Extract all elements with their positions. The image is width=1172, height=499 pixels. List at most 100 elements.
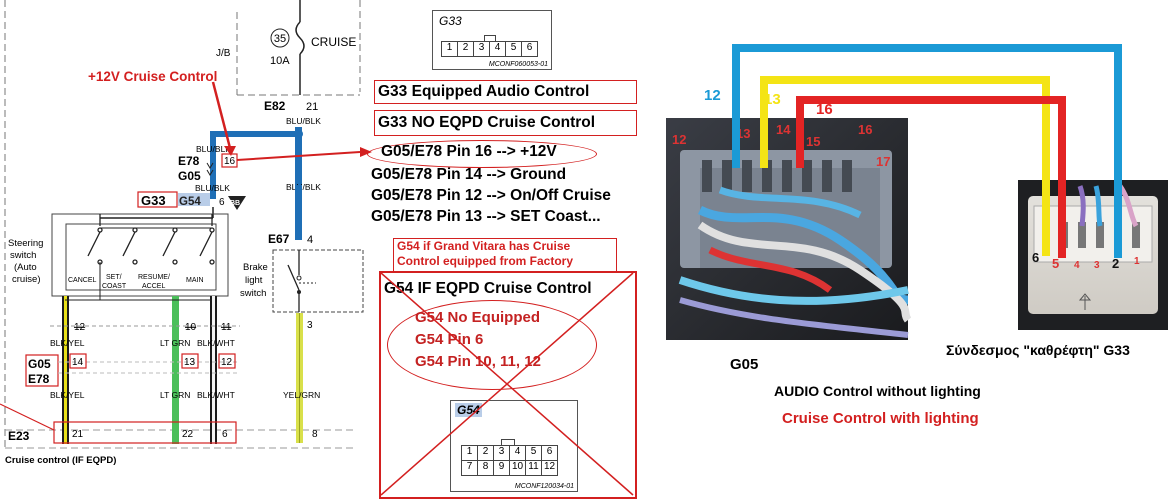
wire-label-lt-grn-2: LT GRN: [160, 390, 190, 400]
sw-resume-label-2: ACCEL: [142, 283, 165, 290]
pin16-note: G05/E78 Pin 16 --> +12V: [381, 143, 557, 160]
g54-pin-10: 10: [510, 461, 526, 475]
g54-pin-11: 11: [526, 461, 542, 475]
e67-pin: 4: [307, 234, 313, 246]
switch-cancel: [87, 227, 103, 265]
g05-caption: G05: [730, 356, 759, 373]
g54-connector-code: MCONF120034-01: [514, 483, 574, 490]
pin16-label: 16: [224, 156, 236, 167]
cruise-control-schematic: 35 CRUISE 10A J/B E82 21 BLU/BLK BLU/BLK…: [0, 0, 372, 466]
sw-set-label-2: COAST: [102, 283, 127, 290]
brake-label-1: Brake: [243, 262, 268, 273]
wire-blu-blk-top: BLU/BLK: [286, 116, 321, 126]
wire-label-blk-yel-2: BLK/YEL: [50, 390, 85, 400]
g33-pin-3: 3: [474, 42, 490, 56]
fuse-number: 35: [274, 33, 286, 45]
pin14-note: G05/E78 Pin 14 --> Ground: [371, 166, 567, 183]
g54-pin-8: 8: [478, 461, 494, 475]
brake-label-3: switch: [240, 288, 266, 299]
g54-notes-list: G54 No Equipped G54 Pin 6 G54 Pin 10, 11…: [415, 307, 541, 373]
g33-pin-1: 1: [442, 42, 458, 56]
yellow-jumper-wire: [760, 76, 1050, 256]
brake-pin-bottom: 8: [312, 429, 318, 440]
yel-grn-label: YEL/GRN: [283, 390, 320, 400]
main-blue-wire: [295, 127, 302, 239]
wire-label-blk-wht-1: BLK/WHT: [197, 338, 235, 348]
bottom-pin-21: 21: [72, 429, 84, 440]
g33-pin-5: 5: [506, 42, 522, 56]
switch-resume: [162, 227, 178, 265]
steering-label-3: (Auto: [14, 262, 37, 273]
bb-marker: BB: [230, 200, 240, 207]
g54-pin-3: 3: [494, 446, 510, 460]
g54-factory-line-1: G54 if Grand Vitara has Cruise: [397, 239, 571, 253]
g33-pin-2: 2: [458, 42, 474, 56]
g54-eqpd-title: G54 IF EQPD Cruise Control: [384, 280, 592, 297]
wire-label-blk-wht-2: BLK/WHT: [197, 390, 235, 400]
red-jumper-wire: [796, 96, 1066, 258]
g54-pin6-note: G54 Pin 6: [415, 331, 484, 348]
blue-jumper-wire: [732, 44, 1122, 258]
g54-factory-line-2: Control equipped from Factory: [397, 254, 574, 268]
e23-label: E23: [8, 429, 30, 443]
g54-no-note: G54 No Equipped: [415, 309, 541, 326]
steering-switch-box: [51, 213, 229, 297]
pin13-note: G05/E78 Pin 13 --> SET Coast...: [371, 208, 601, 225]
fuse-rating: 10A: [270, 55, 290, 67]
sw-main-label: MAIN: [186, 277, 204, 284]
bottom-pin-22: 22: [182, 429, 194, 440]
mid-pin-13: 13: [184, 357, 196, 368]
g54-pin-4: 4: [510, 446, 526, 460]
bottom-pin-6: 6: [222, 429, 228, 440]
connector-photo: 12 13 14 15 16 17 6 5 4 3 2 1 12 13 16: [666, 44, 1168, 340]
g05-e78-box: [25, 354, 59, 387]
brake-label-2: light: [245, 275, 263, 286]
g05-photo-pin-12: 12: [672, 132, 686, 147]
g54-pin-9: 9: [494, 461, 510, 475]
g54-pin-2: 2: [478, 446, 494, 460]
wire-blu-blk-g05: BLU/BLK: [195, 183, 230, 193]
pin16-box: [221, 153, 238, 168]
g33-box: [137, 191, 178, 208]
top-pin-11: 11: [221, 322, 232, 333]
mirror-pin-1: 1: [1134, 256, 1140, 267]
g54-ellipse: [387, 300, 597, 390]
mirror-pin-3: 3: [1094, 260, 1100, 271]
g05-photo-pin-17: 17: [876, 154, 890, 169]
g33-audio-note: G33 Equipped Audio Control: [374, 80, 637, 104]
steering-label-2: switch: [10, 250, 36, 261]
g54-pin-1: 1: [462, 446, 478, 460]
top-pin-12: 12: [74, 322, 86, 333]
wire-blu-blk-branch: BLU/BLK: [196, 144, 231, 154]
g54-factory-note: G54 if Grand Vitara has Cruise Control e…: [393, 238, 617, 273]
sw-resume-label-1: RESUME/: [138, 274, 170, 281]
red-wire-label: 16: [816, 101, 833, 118]
sw-cancel-label: CANCEL: [68, 277, 97, 284]
mid-pin-12: 12: [221, 357, 233, 368]
g54-pin: 6: [219, 197, 225, 208]
jb-label: J/B: [216, 48, 231, 59]
g33-connector-title: G33: [439, 14, 462, 28]
brake-pin-top: 3: [307, 320, 313, 331]
mirror-pin-2: 2: [1112, 256, 1119, 271]
cruise-power-note: +12V Cruise Control: [88, 69, 218, 84]
mid-e78-label: E78: [28, 372, 50, 386]
g54-cross-out: [380, 272, 634, 496]
sw-set-label-1: SET/: [106, 274, 122, 281]
g54-pin-12: 12: [543, 461, 556, 472]
wire-blu-blk-right: BLU/BLK: [286, 182, 321, 192]
g33-connector-code: MCONF060053-01: [488, 61, 548, 68]
mid-pin-14: 14: [72, 357, 84, 368]
g54-label: G54: [179, 196, 201, 208]
g54-pin-7: 7: [462, 461, 478, 475]
e23-pins-box: [53, 421, 237, 444]
pin12-note: G05/E78 Pin 12 --> On/Off Cruise: [371, 187, 611, 204]
g05-photo-pin-16: 16: [858, 122, 872, 137]
switch-set: [122, 227, 138, 265]
schematic-caption: Cruise control (IF EQPD): [5, 455, 116, 466]
g33-pin-4: 4: [490, 42, 506, 56]
fuse-name: CRUISE: [311, 35, 356, 49]
g05-photo-pin-15: 15: [806, 134, 820, 149]
steering-label-4: cruise): [12, 274, 41, 285]
fuse-number-circle: [270, 28, 290, 48]
